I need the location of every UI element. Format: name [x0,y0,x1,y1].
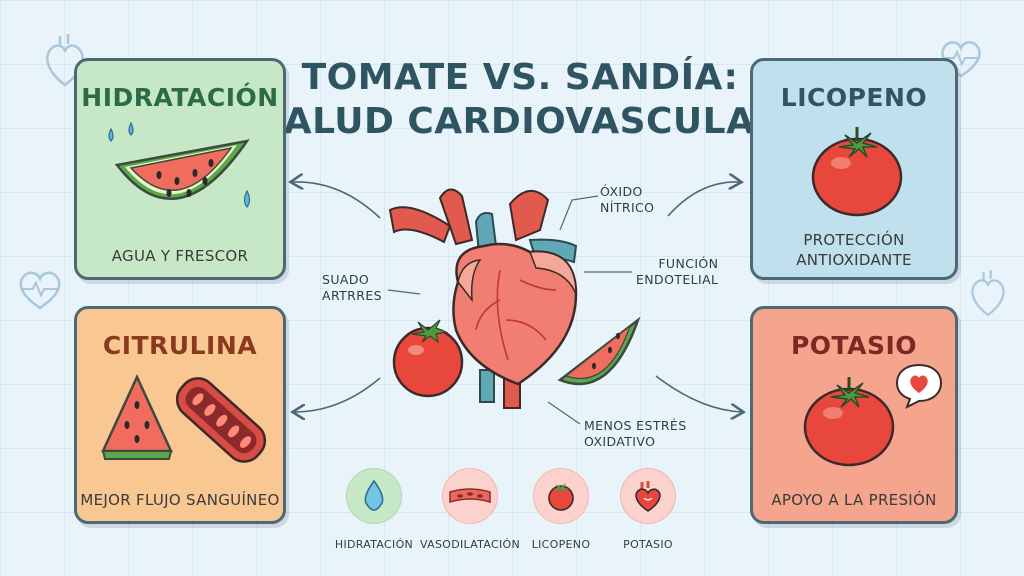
card-caption-hidratacion: AGUA Y FRESCOR [111,247,249,265]
label-menos-line-1: MENOS ESTRÉS [584,418,687,433]
label-menos-estres: MENOS ESTRÉS OXIDATIVO [584,418,687,450]
label-funcion-line-1: FUNCIÓN [658,256,719,271]
water-drop-icon [108,121,134,142]
card-title-potasio: POTASIO [790,331,918,360]
water-drop-icon [364,479,384,511]
label-suado-line-2: ARTRRES [322,288,382,303]
label-suado-line-1: SUADO [322,272,370,287]
water-drop-icon [243,189,251,208]
blood-vessel-icon [175,377,267,463]
page-title: TOMATE VS. SANDÍA: SALUD CARDIOVASCULAR [250,56,790,144]
label-funcion-endotelial: FUNCIÓN ENDOTELIAL [636,256,718,288]
heart-icon [635,481,661,512]
tomato-icon [548,483,574,511]
card-potasio: POTASIO APOYO A LA PRESIÓN [750,306,958,524]
background-heart-icon [971,270,1005,317]
tomato-icon [392,319,464,398]
title-line-2: SALUD CARDIOVASCULAR [257,101,783,142]
legend-label-hidratacion: HIDRATACIÓN [334,538,414,551]
arrow-to-citrulina [294,377,381,412]
background-heart-pulse-icon [941,41,981,78]
central-heart-illustration [388,188,641,409]
card-title-hidratacion: HIDRATACIÓN [81,83,279,112]
label-oxido-line-1: ÓXIDO [600,184,643,199]
leader-oxido [559,195,599,231]
title-line-1: TOMATE VS. SANDÍA: [301,57,739,98]
card-citrulina: CITRULINA MEJOR FLUJO SANGUÍNEO [74,306,286,524]
card-title-licopeno: LICOPENO [780,83,928,112]
card-licopeno: LICOPENO PROTECCIÓN ANTIOXIDANTE [750,58,958,280]
background-heart-pulse-icon [19,271,61,310]
card-hidratacion: HIDRATACIÓN AGUA Y FRESCOR [74,58,286,280]
watermelon-slice-icon [101,374,173,460]
watermelon-slice-icon [114,139,250,201]
label-oxido-line-2: NÍTRICO [600,200,655,215]
card-caption-citrulina: MEJOR FLUJO SANGUÍNEO [80,491,280,509]
leader-suado [387,289,421,295]
label-suado-artrres: SUADO ARTRRES [322,272,382,304]
card-caption-potasio: APOYO A LA PRESIÓN [771,491,937,509]
card-caption-licopeno-line-1: PROTECCIÓN [803,231,905,249]
tomato-icon [803,377,895,467]
label-oxido-nitrico: ÓXIDO NÍTRICO [600,184,654,216]
background-heart-icon [46,34,84,87]
leader-menos [547,401,581,425]
card-title-citrulina: CITRULINA [102,331,258,360]
arrow-to-potasio [655,375,742,412]
artery-icon [449,488,491,504]
arrow-to-licopeno [667,182,740,217]
tomato-icon [811,127,903,217]
label-funcion-line-2: ENDOTELIAL [636,272,719,287]
arrow-to-hidratacion [292,182,381,219]
card-caption-licopeno-line-2: ANTIOXIDANTE [796,251,912,269]
heart-speech-bubble-icon [895,363,943,410]
legend-label-vasodilatacion: VASODILATACIÓN [420,538,520,551]
legend-label-potasio: POTASIO [623,538,673,551]
label-menos-line-2: OXIDATIVO [584,434,656,449]
watermelon-slice-icon [557,316,641,386]
legend-label-licopeno: LICOPENO [531,538,591,551]
